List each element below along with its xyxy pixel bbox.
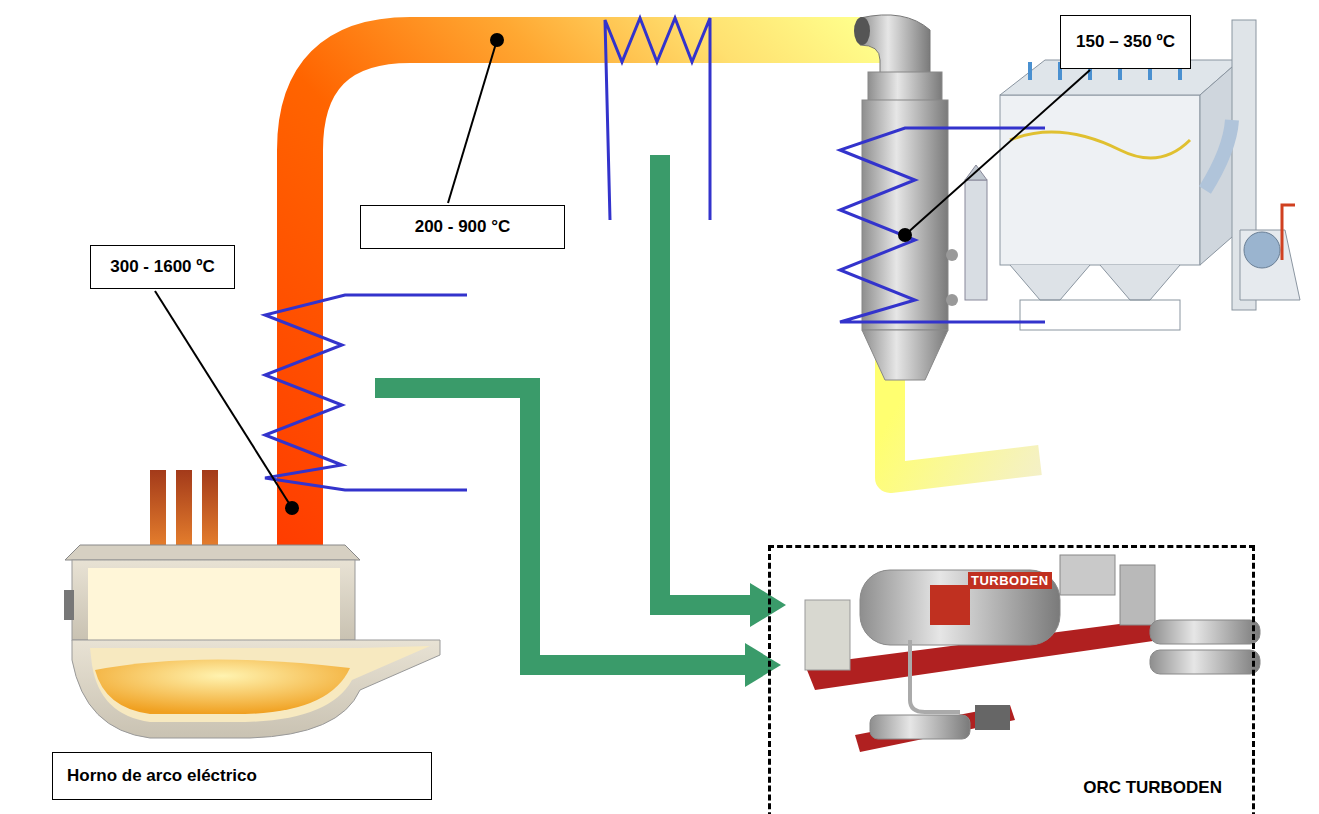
node-text: Horno de arco eléctrico	[67, 766, 257, 786]
label-box: Horno de arco eléctrico	[52, 752, 432, 800]
node-text: 150 – 350 ºC	[1076, 32, 1175, 52]
electric-arc-furnace	[64, 470, 440, 738]
label-box: 200 - 900 °C	[360, 205, 565, 249]
heat-flow-arrow	[375, 155, 786, 687]
orc-machine	[805, 555, 1260, 752]
brand-label: TURBODEN	[968, 572, 1052, 589]
node-text: 200 - 900 °C	[415, 217, 511, 237]
label-box: 150 – 350 ºC	[1060, 15, 1191, 69]
leader-line	[155, 34, 1090, 514]
label-box: 300 - 1600 ºC	[90, 245, 235, 289]
node-text: ORC TURBODEN	[1081, 778, 1224, 798]
node-text: 300 - 1600 ºC	[110, 257, 215, 277]
